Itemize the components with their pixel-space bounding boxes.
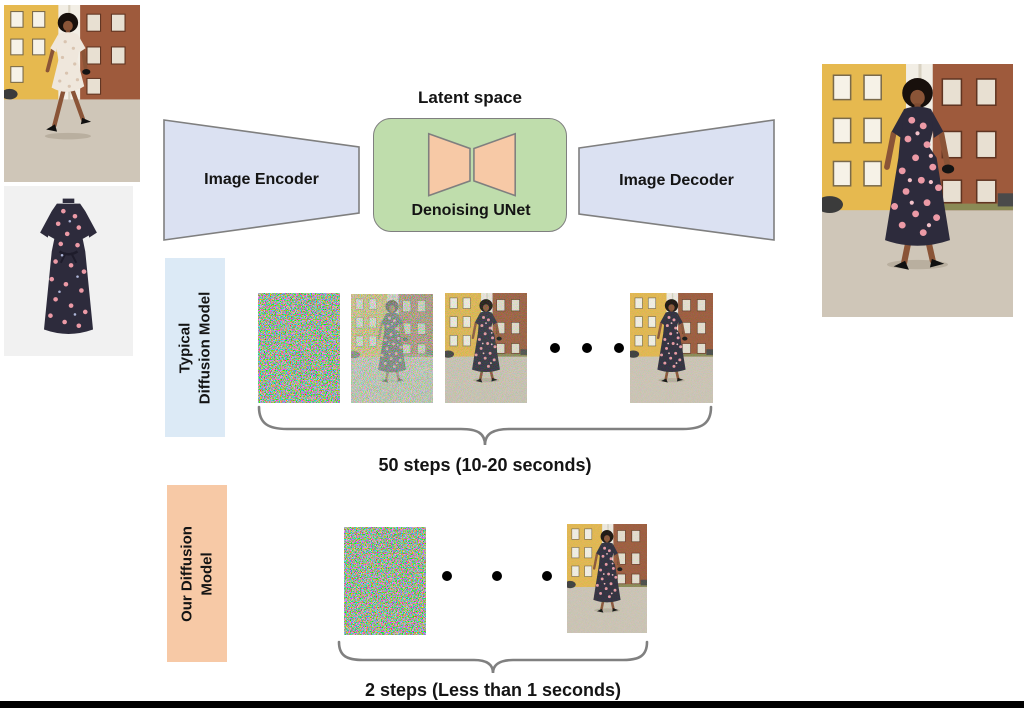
typical-step-noise-image — [258, 293, 340, 403]
image-encoder-label: Image Encoder — [204, 171, 319, 188]
typical-steps-brace — [257, 405, 713, 446]
typical-step-denoise2-image — [445, 293, 527, 403]
dot-icon — [582, 343, 592, 353]
dot-icon — [492, 571, 502, 581]
our-label-line2: Model — [198, 551, 215, 596]
input-garment-photo — [4, 186, 133, 356]
latent-space-box: Denoising UNet — [373, 118, 567, 232]
image-decoder-shape — [578, 119, 775, 241]
our-steps-caption: 2 steps (Less than 1 seconds) — [364, 680, 622, 700]
input-person-photo — [4, 5, 140, 182]
typical-step-denoise1-image — [351, 294, 433, 403]
typical-ellipsis-dots — [550, 343, 624, 353]
image-decoder-label: Image Decoder — [619, 172, 734, 189]
our-steps-brace — [337, 640, 649, 674]
typical-model-label-box: Typical Diffusion Model — [165, 258, 225, 437]
unet-bowtie-icon — [427, 132, 516, 197]
typical-label-line2: Diffusion Model — [196, 291, 213, 404]
typical-step-final-image — [630, 293, 713, 403]
output-photo — [822, 64, 1013, 317]
our-ellipsis-dots — [442, 571, 552, 581]
image-encoder-shape — [163, 119, 360, 241]
our-model-label: Our Diffusion Model — [178, 485, 217, 662]
denoising-unet-label: Denoising UNet — [411, 202, 531, 219]
dot-icon — [550, 343, 560, 353]
dot-icon — [614, 343, 624, 353]
our-label-line1: Our Diffusion — [178, 525, 196, 622]
typical-steps-caption: 50 steps (10-20 seconds) — [378, 455, 592, 475]
our-model-label-box: Our Diffusion Model — [167, 485, 227, 662]
bottom-black-bar — [0, 701, 1024, 708]
dot-icon — [442, 571, 452, 581]
our-step-final-image — [567, 524, 647, 633]
dot-icon — [542, 571, 552, 581]
typical-model-label: Typical Diffusion Model — [176, 258, 215, 437]
our-step-noise-image — [344, 527, 426, 635]
typical-label-line1: Typical — [176, 322, 194, 373]
latent-space-label: Latent space — [418, 88, 522, 107]
